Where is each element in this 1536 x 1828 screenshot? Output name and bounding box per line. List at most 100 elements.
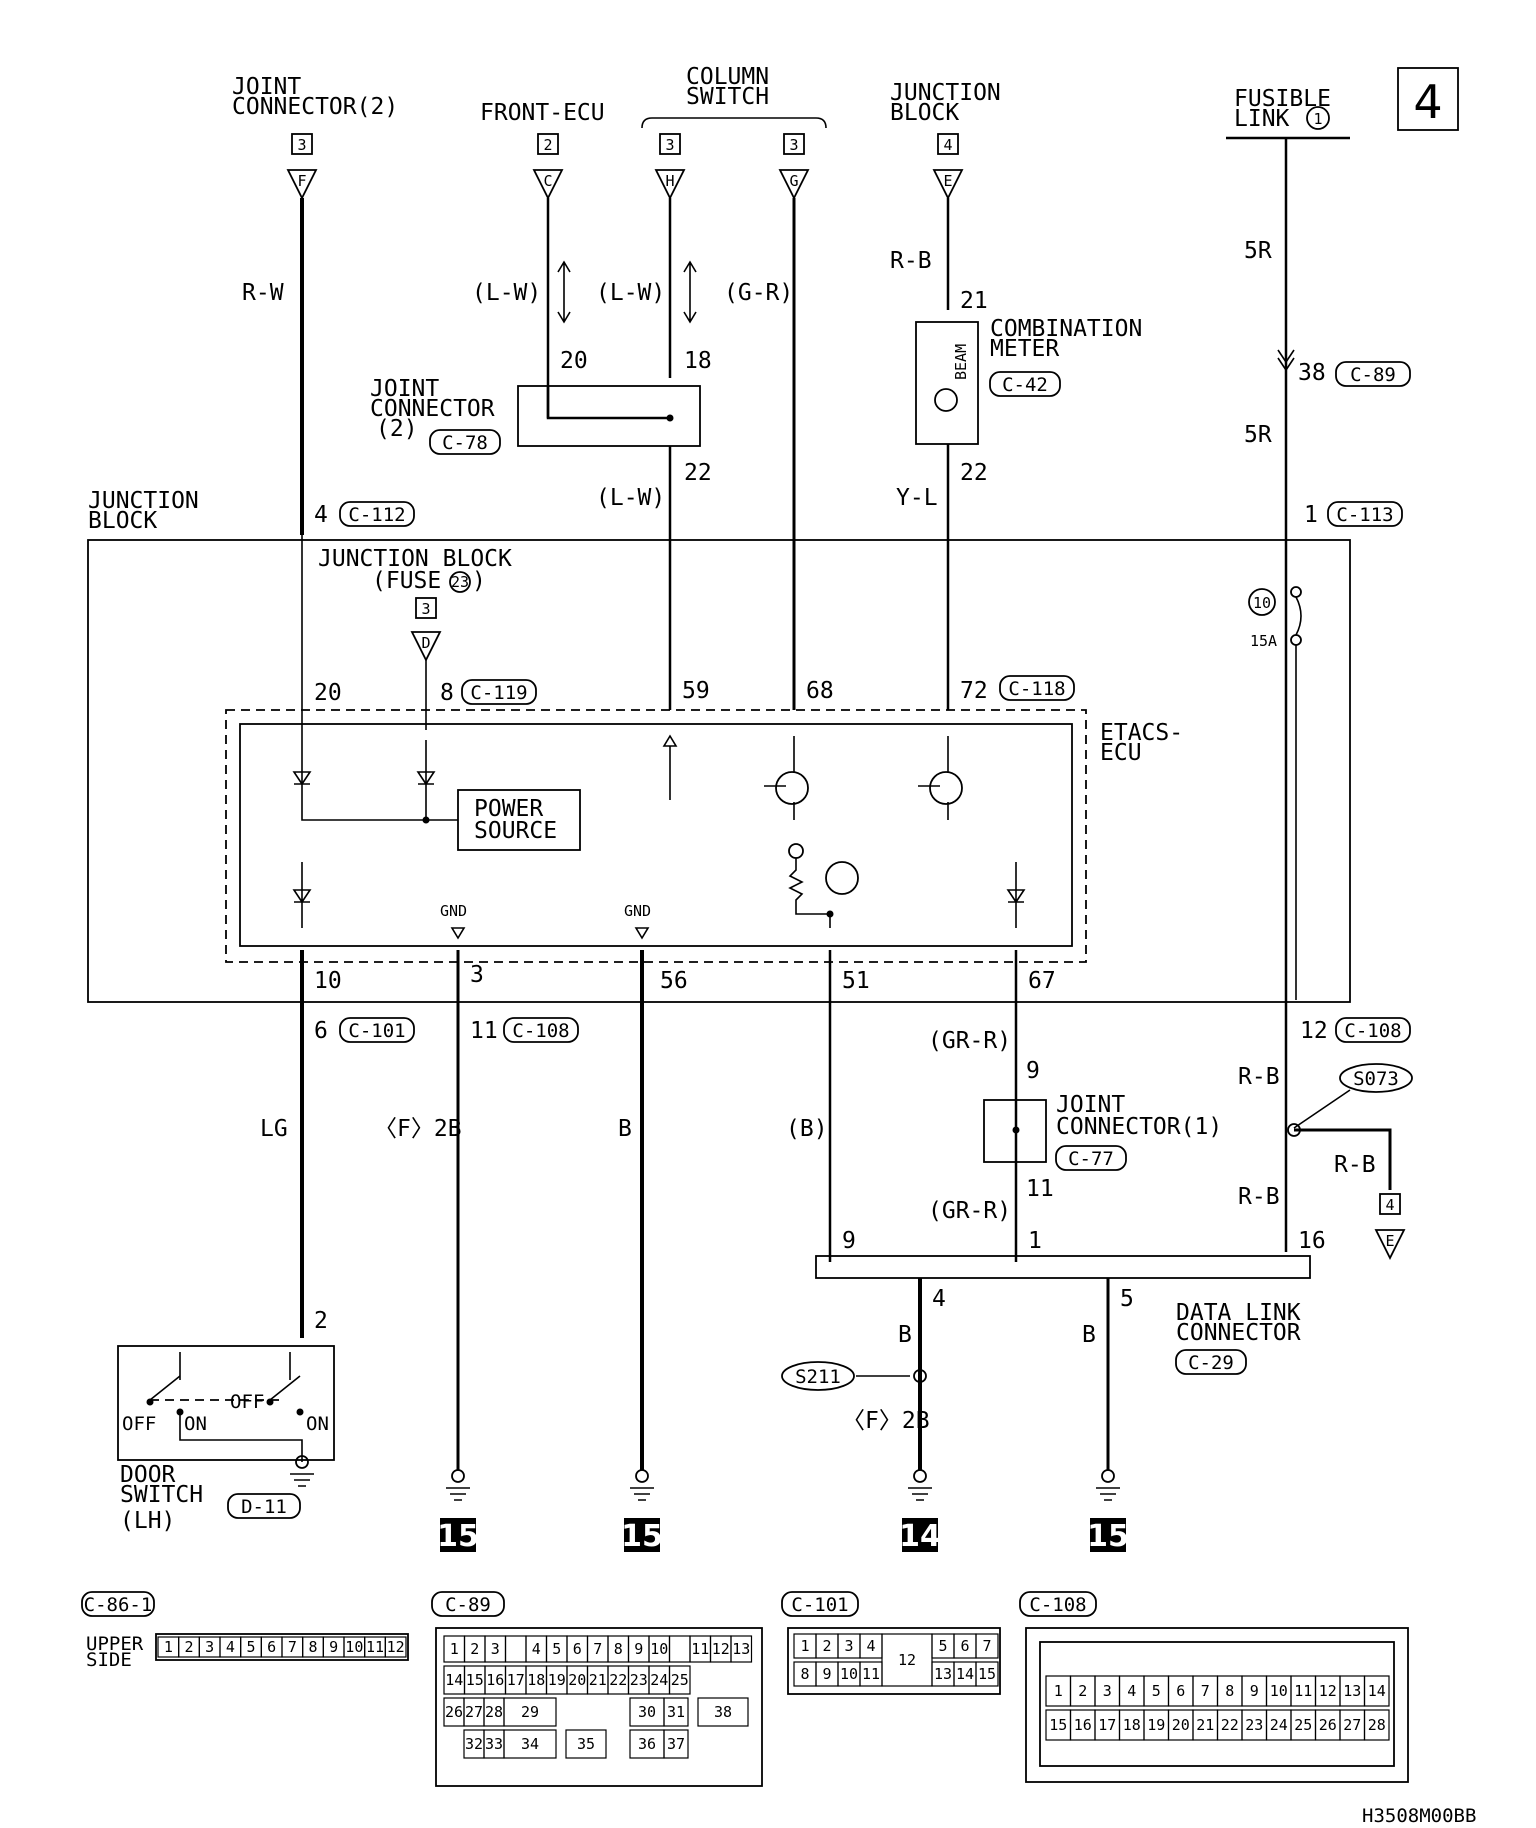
c89-pin: 35 (577, 1735, 595, 1753)
combination-meter-label-2: METER (990, 336, 1059, 362)
c89-pin: 14 (445, 1671, 463, 1689)
column-switch-pin-g: G (789, 172, 798, 190)
column-switch-ref-g: 3 (789, 136, 798, 154)
c89-pin: 22 (609, 1671, 627, 1689)
c101-pin: 3 (844, 1637, 853, 1655)
jb-fuse-label-2: (FUSE (372, 568, 441, 594)
wire-5r-2-label: 5R (1244, 422, 1272, 448)
c89-pin: 11 (691, 1640, 709, 1658)
door-switch-off-1: OFF (122, 1413, 156, 1435)
front-ecu-ref: 2 (543, 136, 552, 154)
etacs-label-2: ECU (1100, 740, 1142, 766)
connector-c101: C-101 (348, 1020, 405, 1042)
c108-pin: 1 (1054, 1682, 1063, 1700)
c89-pin: 27 (465, 1703, 483, 1721)
c108-pin: 19 (1147, 1716, 1165, 1734)
pin-3: 3 (470, 962, 484, 988)
page-number: 4 (1413, 75, 1442, 129)
c89-pin: 28 (485, 1703, 503, 1721)
connector-c108-2: C-108 (1344, 1020, 1401, 1042)
c108-pin: 15 (1049, 1716, 1067, 1734)
door-switch-on-2: ON (306, 1413, 329, 1435)
pin-67: 67 (1028, 968, 1056, 994)
connector-c29: C-29 (1188, 1352, 1234, 1374)
c108-pin: 14 (1368, 1682, 1386, 1700)
door-switch-off-2: OFF (230, 1391, 264, 1413)
connector-c113: C-113 (1336, 504, 1393, 526)
jb-fuse-ref: 3 (421, 600, 430, 618)
c89-title: C-89 (445, 1594, 491, 1616)
splice-s073: S073 R-B 4 E (1287, 1063, 1413, 1261)
c89-pin: 8 (614, 1640, 623, 1658)
junction-block-top-pin: E (943, 172, 952, 190)
pin-20-etacs: 20 (314, 680, 342, 706)
junction-block-top-ref: 4 (943, 136, 952, 154)
front-ecu-header: FRONT-ECU 2 C (480, 100, 605, 201)
dl-pin-4: 4 (932, 1286, 946, 1312)
dl-pin-5: 5 (1120, 1286, 1134, 1312)
combination-meter: BEAM COMBINATION METER C-42 (915, 316, 1142, 445)
c86-1-pin: 9 (329, 1638, 338, 1656)
c89-pin: 19 (548, 1671, 566, 1689)
fusible-link-label-2: LINK (1234, 106, 1290, 132)
pin-56: 56 (660, 968, 688, 994)
column-switch-pin-h: H (665, 172, 674, 190)
ground-ref-2: 15 (621, 1519, 663, 1554)
ground-ref-1: 15 (437, 1519, 479, 1554)
wire-lw-2-label: (L-W) (596, 280, 665, 306)
e-ref-pin: E (1385, 1232, 1394, 1250)
c89-pin: 20 (568, 1671, 586, 1689)
combination-meter-label-1: COMBINATION (990, 316, 1142, 342)
jc-c78-label-1: JOINT (370, 376, 439, 402)
wire-f2b-label: 〈F〉2B (374, 1116, 462, 1142)
c89-pin: 1 (450, 1640, 459, 1658)
c89-pin: 36 (638, 1735, 656, 1753)
column-switch-ref-h: 3 (665, 136, 674, 154)
c101-pin: 10 (840, 1665, 858, 1683)
c86-1-pin: 3 (205, 1638, 214, 1656)
c108-pin: 10 (1270, 1682, 1288, 1700)
junction-block-label-1: JUNCTION (88, 488, 199, 514)
c89-pin: 23 (630, 1671, 648, 1689)
pin-59: 59 (682, 678, 710, 704)
junction-block-top-label-1: JUNCTION (890, 80, 1001, 106)
c108-pin: 7 (1201, 1682, 1210, 1700)
c108-pin: 3 (1103, 1682, 1112, 1700)
c101-pin: 1 (800, 1637, 809, 1655)
column-switch-header: COLUMN SWITCH 3 H 3 G (641, 64, 827, 201)
jc1-label-2: CONNECTOR(1) (1056, 1114, 1222, 1140)
front-ecu-label: FRONT-ECU (480, 100, 605, 126)
pin-68: 68 (806, 678, 834, 704)
gnd-label-1: GND (440, 902, 467, 920)
wire-grr-1-label: (GR-R) (928, 1028, 1011, 1054)
c89-pin: 33 (485, 1735, 503, 1753)
door-switch-pin-2: 2 (314, 1308, 328, 1334)
c108-pin: 27 (1343, 1716, 1361, 1734)
splice-s211: S211 (781, 1361, 927, 1391)
c89-pin: 4 (532, 1640, 541, 1658)
e-ref-num: 4 (1385, 1196, 1394, 1214)
pin-4-c112: 4 (314, 502, 328, 528)
c89-pin: 6 (573, 1640, 582, 1658)
c101-pin: 7 (982, 1637, 991, 1655)
c89-pin: 7 (593, 1640, 602, 1658)
fuse-10-rating: 15A (1250, 632, 1277, 650)
c86-1-pin: 12 (387, 1638, 405, 1656)
c86-1-pin: 1 (164, 1638, 173, 1656)
ground-ref-4: 15 (1087, 1519, 1129, 1554)
connector-c119: C-119 (470, 682, 527, 704)
wire-5r-1-label: 5R (1244, 238, 1272, 264)
dl-label-2: CONNECTOR (1176, 1320, 1301, 1346)
c86-1-pin: 10 (345, 1638, 363, 1656)
wire-b-paren-label: (B) (786, 1116, 828, 1142)
dl-label-1: DATA LINK (1176, 1300, 1301, 1326)
jb-fuse-label-2-end: ) (472, 568, 486, 594)
drawing-code: H3508M00BB (1362, 1805, 1476, 1827)
joint-connector-2-header: JOINT CONNECTOR(2) 3 F (232, 74, 398, 201)
page-number-box: 4 (1397, 67, 1459, 131)
door-switch: OFF ON OFF ON DOOR SWITCH (LH) D-11 (117, 1345, 335, 1534)
c89-pin: 37 (667, 1735, 685, 1753)
